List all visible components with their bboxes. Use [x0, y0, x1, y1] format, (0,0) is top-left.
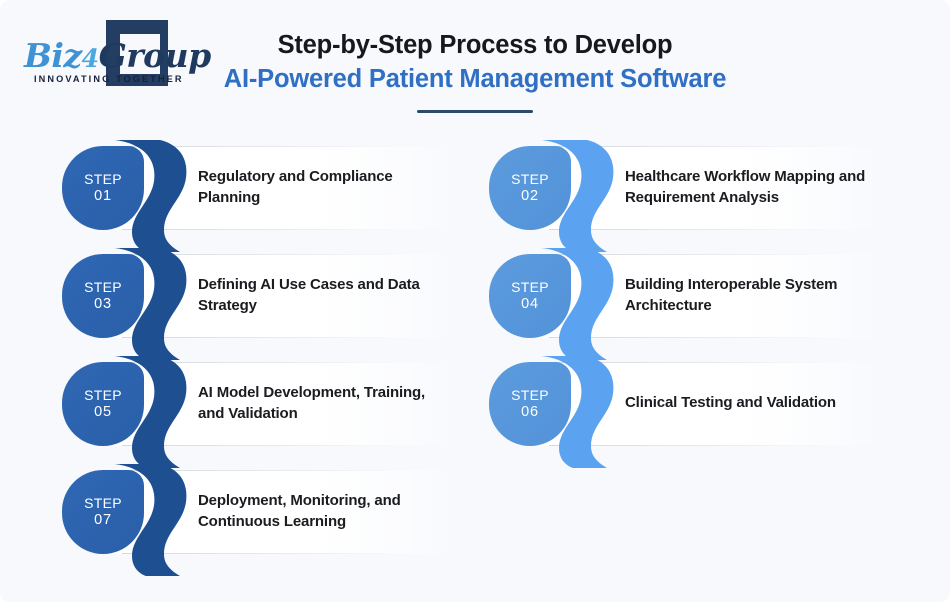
step-badge-number: 04 [521, 295, 539, 312]
step-swoosh-shape [511, 140, 631, 252]
step-title-text: Building Interoperable System Architectu… [625, 275, 838, 314]
page-title-block: Step-by-Step Process to Develop AI-Power… [0, 30, 950, 114]
step-title: Building Interoperable System Architectu… [625, 248, 873, 342]
step-swoosh-shape [84, 356, 204, 468]
step-title: Deployment, Monitoring, and Continuous L… [198, 464, 446, 558]
step-title-text: Regulatory and Compliance Planning [198, 167, 393, 206]
step-badge-label: STEP [84, 171, 122, 188]
logo-text-four: 4 [81, 44, 99, 73]
card-top-edge [122, 362, 422, 363]
step-badge-label: STEP [84, 387, 122, 404]
company-logo: Biz4Group INNOVATING TOGETHER [18, 18, 211, 94]
card-top-edge [549, 146, 849, 147]
step-title: Clinical Testing and Validation [625, 356, 873, 450]
card-bottom-edge [122, 445, 422, 446]
title-underline-rule [417, 110, 533, 114]
card-bottom-edge [122, 337, 422, 338]
step-badge-label: STEP [511, 279, 549, 296]
step-title: Regulatory and Compliance Planning [198, 140, 446, 234]
step-badge-number: 02 [521, 187, 539, 204]
step-badge-number: 06 [521, 403, 539, 420]
page-title-line-1: Step-by-Step Process to Develop [277, 31, 673, 59]
logo-text-biz: Biz [24, 36, 82, 75]
step-badge-label: STEP [511, 171, 549, 188]
card-top-edge [122, 254, 422, 255]
card-top-edge [122, 146, 422, 147]
step-badge-number: 03 [94, 295, 112, 312]
step-badge-number: 01 [94, 187, 112, 204]
step-title-text: Defining AI Use Cases and Data Strategy [198, 275, 420, 314]
step-title-text: Deployment, Monitoring, and Continuous L… [198, 491, 401, 530]
step-swoosh-shape [84, 248, 204, 360]
step-badge-label: STEP [511, 387, 549, 404]
step-title: AI Model Development, Training, and Vali… [198, 356, 446, 450]
card-top-edge [549, 362, 849, 363]
logo-text-group: Group [98, 36, 212, 75]
page-title-line-2: AI-Powered Patient Management Software [223, 64, 727, 93]
step-badge-number: 07 [94, 511, 112, 528]
step-badge-label: STEP [84, 495, 122, 512]
step-swoosh-shape [511, 248, 631, 360]
step-title: Defining AI Use Cases and Data Strategy [198, 248, 446, 342]
card-bottom-edge [549, 337, 849, 338]
step-badge-number: 05 [94, 403, 112, 420]
step-title-text: AI Model Development, Training, and Vali… [198, 383, 426, 422]
step-swoosh-shape [84, 464, 204, 576]
step-title-text: Clinical Testing and Validation [625, 394, 836, 412]
card-bottom-edge [549, 229, 849, 230]
card-bottom-edge [122, 229, 422, 230]
card-bottom-edge [122, 553, 422, 554]
step-badge-label: STEP [84, 279, 122, 296]
logo-bracket-notch [120, 34, 160, 74]
card-top-edge [549, 254, 849, 255]
logo-tagline: INNOVATING TOGETHER [34, 74, 184, 84]
step-title: Healthcare Workflow Mapping and Requirem… [625, 140, 873, 234]
step-title-text: Healthcare Workflow Mapping and Requirem… [625, 167, 866, 206]
logo-wordmark: Biz4Group [24, 36, 211, 75]
step-swoosh-shape [511, 356, 631, 468]
step-swoosh-shape [84, 140, 204, 252]
card-bottom-edge [549, 445, 849, 446]
header: Biz4Group INNOVATING TOGETHER Step-by-St… [0, 0, 950, 130]
card-top-edge [122, 470, 422, 471]
